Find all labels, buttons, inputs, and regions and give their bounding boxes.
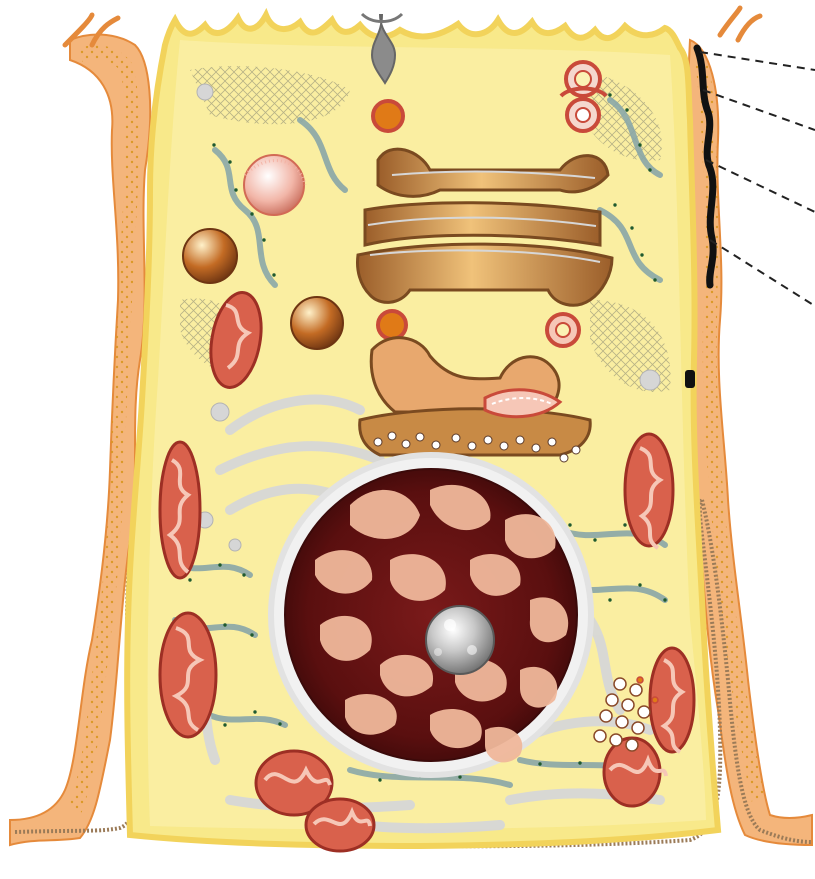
mitochondrion-icon: [160, 613, 216, 737]
mitochondrion-icon: [625, 434, 673, 548]
desmosome-icon: [685, 370, 695, 388]
nucleus-icon: [271, 455, 591, 775]
leader-line-1: [700, 52, 815, 70]
nucleolus-icon: [426, 606, 494, 674]
leader-line-4: [710, 240, 815, 306]
mitochondrion-icon: [160, 442, 200, 578]
golgi-apparatus-icon: [358, 149, 613, 305]
leader-line-3: [706, 160, 815, 212]
leader-line-2: [703, 90, 815, 130]
mitochondrion-icon: [306, 799, 374, 851]
